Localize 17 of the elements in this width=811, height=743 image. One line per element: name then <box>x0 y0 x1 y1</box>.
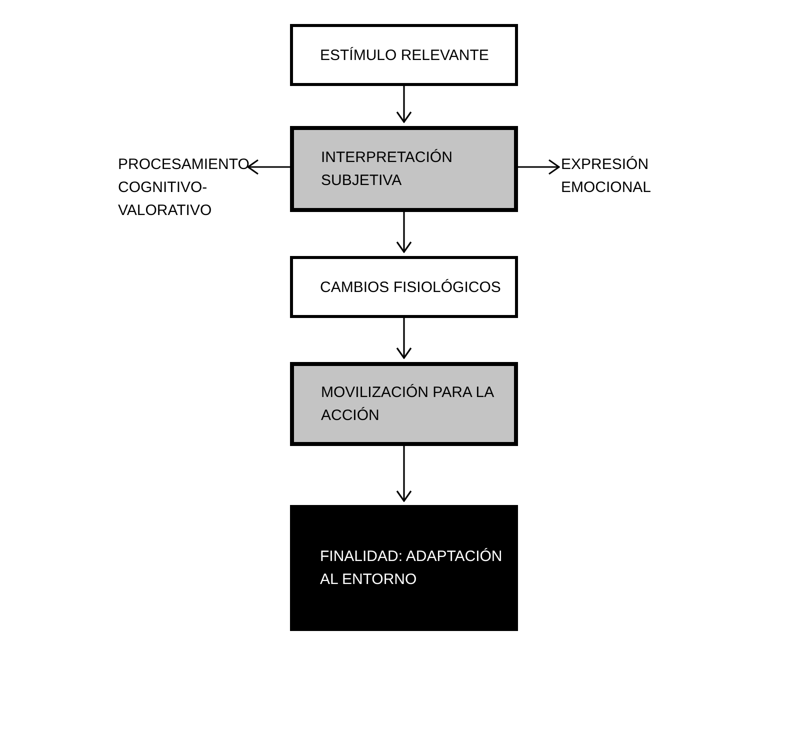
node-label: CAMBIOS FISIOLÓGICOS <box>320 278 502 298</box>
node-label: EXPRESIÓN EMOCIONAL <box>561 155 652 198</box>
node-label: INTERPRETACIÓN SUBJETIVA <box>321 148 454 191</box>
process-box <box>290 505 518 631</box>
node-label: FINALIDAD: ADAPTACIÓN AL ENTORNO <box>320 547 504 590</box>
process-box <box>290 24 518 86</box>
arrow <box>396 318 412 359</box>
arrow <box>396 212 412 253</box>
arrow <box>247 159 290 175</box>
arrow <box>396 86 412 123</box>
process-box <box>290 256 518 318</box>
process-box <box>290 126 518 212</box>
arrow <box>396 446 412 502</box>
node-label: MOVILIZACIÓN PARA LA ACCIÓN <box>321 383 495 426</box>
node-label: ESTÍMULO RELEVANTE <box>320 46 490 66</box>
arrow <box>518 159 560 175</box>
process-box <box>290 362 518 446</box>
